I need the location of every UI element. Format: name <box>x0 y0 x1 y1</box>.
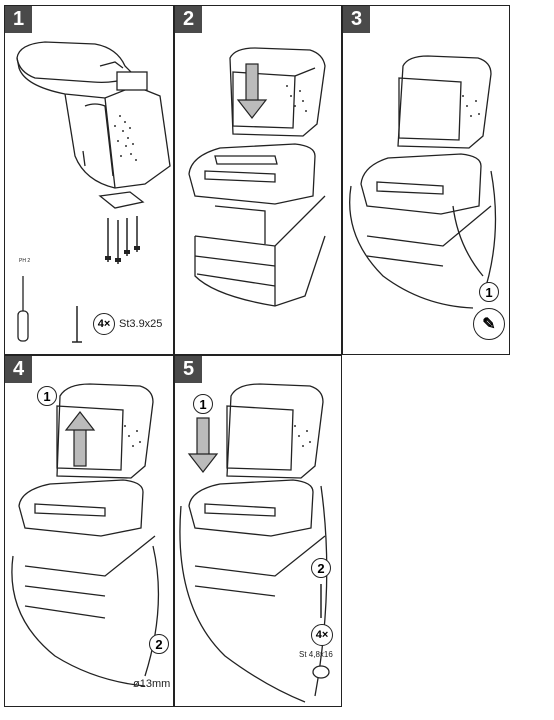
step-marker-2: 2 <box>311 558 331 578</box>
step-number-badge: 4 <box>5 356 32 383</box>
screwdriver-tool-icon: ✎ <box>473 308 505 340</box>
step-number-badge: 1 <box>5 6 32 33</box>
step-number-badge: 2 <box>175 6 202 33</box>
screw-count-badge: 4× <box>311 624 333 646</box>
armrest-final-mount-illustration <box>179 383 330 703</box>
armrest-assembly-illustration <box>16 41 171 343</box>
step-marker-1: 1 <box>193 394 213 414</box>
armrest-insert-illustration <box>188 47 326 307</box>
screw-size-label: St 4,8x16 <box>299 650 333 659</box>
step-marker-2: 2 <box>149 634 169 654</box>
step-panel-5: 5 1 2 4× St 4,8x16 <box>174 355 342 707</box>
step-marker-1: 1 <box>479 282 499 302</box>
armrest-installed-illustration <box>349 55 497 309</box>
step-panel-3: 3 1 ✎ <box>342 5 510 355</box>
step-number-badge: 5 <box>175 356 202 383</box>
screw-count-badge: 4× <box>93 313 115 335</box>
step-panel-2: 2 <box>174 5 342 355</box>
step-panel-1: 1 <box>4 5 174 355</box>
armrest-removal-illustration <box>11 383 160 687</box>
screwdriver-label: PH 2 <box>19 258 31 264</box>
screw-size-label: St3.9x25 <box>119 318 163 330</box>
step-number-badge: 3 <box>343 6 370 33</box>
step-panel-4: 4 1 2 ø13mm <box>4 355 174 707</box>
drill-size-label: ø13mm <box>133 678 171 690</box>
step-marker-1: 1 <box>37 386 57 406</box>
